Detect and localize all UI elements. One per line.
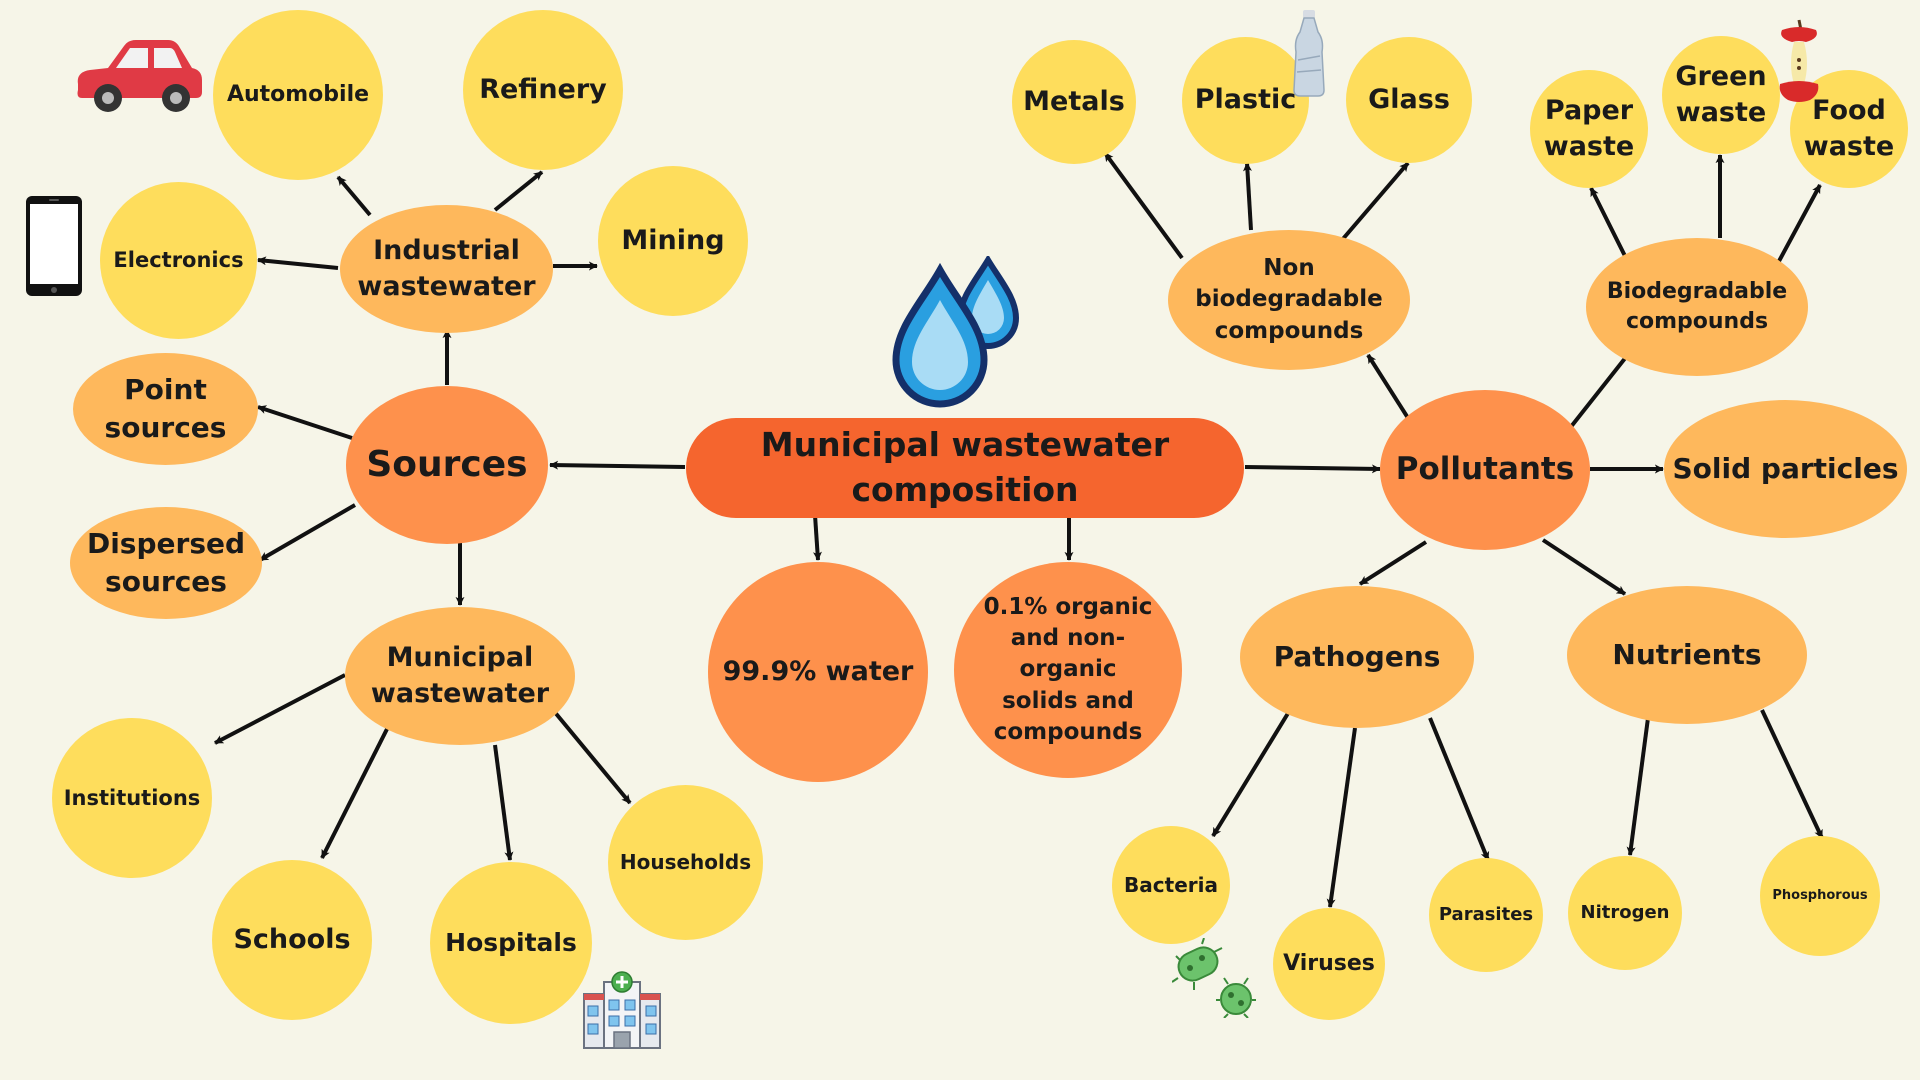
arrow-pollutants-to-nonbio: [1366, 353, 1410, 420]
nitrogen-node: Nitrogen: [1568, 856, 1682, 970]
institutions-node: Institutions: [52, 718, 212, 878]
schools-node: Schools: [212, 860, 372, 1020]
glass-node: Glass: [1346, 37, 1472, 163]
center-node: Municipal wastewater composition: [686, 418, 1244, 518]
schools-label: Schools: [233, 923, 351, 955]
municipal-wastewater-node: Municipal wastewater: [345, 607, 575, 745]
arrow-center-to-sources: [549, 460, 686, 470]
bacteria-icon: [1172, 938, 1256, 1018]
paper-waste-node: Paper waste: [1530, 70, 1648, 188]
arrow-municipal-to-institutions: [214, 673, 346, 745]
phosphorous-node: Phosphorous: [1760, 836, 1880, 956]
water-node: 99.9% water: [708, 562, 928, 782]
green-waste-label: Green waste: [1675, 60, 1767, 128]
arrow-center-to-pollutants: [1244, 464, 1381, 474]
arrow-nonbio-to-plastic: [1242, 162, 1253, 231]
pathogens-node: Pathogens: [1240, 586, 1474, 728]
solid-particles-node: Solid particles: [1664, 400, 1907, 538]
food-waste-label: Food waste: [1803, 94, 1895, 162]
dispersed-sources-node: Dispersed sources: [70, 507, 262, 619]
biodegradable-label: Biodegradable compounds: [1606, 279, 1788, 334]
sources-label: Sources: [366, 443, 528, 485]
mining-label: Mining: [621, 224, 725, 256]
arrow-nonbio-to-metals: [1103, 151, 1184, 260]
solid-particles-label: Solid particles: [1672, 452, 1899, 486]
glass-label: Glass: [1368, 83, 1450, 115]
paper-waste-label: Paper waste: [1543, 94, 1635, 162]
hospitals-label: Hospitals: [445, 928, 577, 958]
viruses-label: Viruses: [1283, 951, 1375, 977]
pollutants-label: Pollutants: [1395, 451, 1575, 488]
plastic-bottle-icon: [1293, 10, 1325, 97]
nutrients-label: Nutrients: [1612, 638, 1762, 672]
dispersed-sources-label: Dispersed sources: [86, 527, 246, 598]
plastic-node: Plastic: [1182, 37, 1309, 164]
sources-node: Sources: [346, 386, 548, 544]
phosphorous-label: Phosphorous: [1772, 888, 1868, 904]
metals-label: Metals: [1023, 85, 1125, 117]
municipal-wastewater-label: Municipal wastewater: [370, 641, 550, 709]
plastic-label: Plastic: [1194, 84, 1297, 116]
electronics-node: Electronics: [100, 182, 257, 339]
hospitals-node: Hospitals: [430, 862, 592, 1024]
viruses-node: Viruses: [1273, 908, 1385, 1020]
water-label: 99.9% water: [722, 655, 914, 687]
arrow-nutrients-to-phosphorous: [1760, 709, 1824, 839]
arrow-pollutants-to-bio: [1568, 350, 1632, 430]
solids-node: 0.1% organic and non-organic solids and …: [954, 562, 1182, 778]
arrow-nonbio-to-glass: [1340, 161, 1410, 242]
arrow-industrial-to-automobile: [336, 175, 372, 217]
automobile-node: Automobile: [213, 10, 383, 180]
arrow-center-to-water: [812, 514, 822, 561]
nutrients-node: Nutrients: [1567, 586, 1807, 724]
refinery-label: Refinery: [479, 73, 607, 105]
arrow-sources-to-point: [257, 405, 353, 440]
arrow-pathogens-to-bacteria: [1211, 708, 1292, 838]
point-sources-node: Point sources: [73, 353, 258, 465]
arrow-bio-to-food: [1776, 184, 1822, 264]
bacteria-label: Bacteria: [1124, 872, 1218, 897]
green-waste-node: Green waste: [1662, 36, 1780, 154]
arrow-bio-to-paper: [1589, 187, 1627, 257]
hospital-icon: [583, 971, 661, 1049]
arrow-industrial-to-refinery: [493, 170, 544, 212]
industrial-wastewater-node: Industrial wastewater: [340, 205, 553, 333]
arrow-pollutants-to-pathogens: [1358, 540, 1428, 586]
center-title: Municipal wastewater composition: [760, 425, 1170, 509]
non-biodegradable-node: Non biodegradable compounds: [1168, 230, 1410, 370]
biodegradable-node: Biodegradable compounds: [1586, 238, 1808, 376]
car-icon: [77, 40, 202, 112]
institutions-label: Institutions: [63, 785, 201, 810]
arrow-sources-to-dispersed: [258, 503, 357, 562]
parasites-label: Parasites: [1438, 903, 1534, 925]
automobile-label: Automobile: [226, 82, 370, 108]
refinery-node: Refinery: [463, 10, 623, 170]
non-biodegradable-label: Non biodegradable compounds: [1195, 255, 1383, 344]
arrow-municipal-to-schools: [320, 726, 390, 859]
industrial-wastewater-label: Industrial wastewater: [357, 234, 536, 302]
point-sources-label: Point sources: [104, 373, 227, 444]
arrow-industrial-to-electronics: [257, 256, 339, 270]
nitrogen-label: Nitrogen: [1580, 901, 1670, 923]
households-label: Households: [619, 850, 752, 874]
metals-node: Metals: [1012, 40, 1136, 164]
solids-label: 0.1% organic and non-organic solids and …: [983, 594, 1153, 745]
arrow-pathogens-to-parasites: [1428, 717, 1490, 861]
smartphone-icon: [26, 196, 82, 296]
arrow-pollutants-to-nutrients: [1541, 538, 1627, 596]
arrow-pathogens-to-viruses: [1326, 727, 1357, 908]
apple-core-icon: [1779, 19, 1819, 102]
pollutants-node: Pollutants: [1380, 390, 1590, 550]
arrow-municipal-to-hospitals: [493, 744, 514, 861]
pathogens-label: Pathogens: [1273, 640, 1441, 674]
mining-node: Mining: [598, 166, 748, 316]
arrow-nutrients-to-nitrogen: [1626, 717, 1650, 856]
arrow-municipal-to-households: [551, 708, 632, 805]
electronics-label: Electronics: [113, 248, 244, 273]
bacteria-node: Bacteria: [1112, 826, 1230, 944]
households-node: Households: [608, 785, 763, 940]
water-drops-icon: [892, 256, 1020, 408]
parasites-node: Parasites: [1429, 858, 1543, 972]
